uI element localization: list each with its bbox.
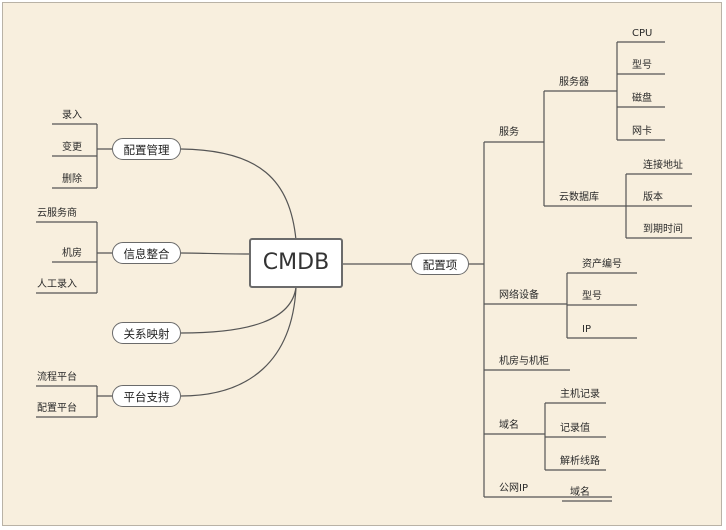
leaf-network-model: 型号 [582,291,602,302]
leaf-disk: 磁盘 [632,93,652,104]
node-public-ip: 公网IP [499,483,528,494]
node-config-management: 配置管理 [112,138,181,160]
leaf-resolution-line: 解析线路 [560,456,600,467]
node-info-integration: 信息整合 [112,242,181,264]
leaf-cloud-provider: 云服务商 [37,208,77,219]
node-service: 服务 [499,127,519,138]
node-config-items: 配置项 [411,253,469,275]
leaf-config-platform: 配置平台 [37,403,77,414]
node-relation-mapping: 关系映射 [112,322,181,344]
leaf-expiry-time: 到期时间 [643,224,683,235]
node-server: 服务器 [559,77,589,88]
leaf-connection-address: 连接地址 [643,160,683,171]
leaf-server-model: 型号 [632,60,652,71]
node-platform-support: 平台支持 [112,385,181,407]
leaf-asset-number: 资产编号 [582,259,622,270]
node-network-device: 网络设备 [499,290,539,301]
leaf-delete: 删除 [62,174,82,185]
node-domain: 域名 [499,420,519,431]
leaf-change: 变更 [62,142,82,153]
leaf-host-record: 主机记录 [560,389,600,400]
node-cloud-db: 云数据库 [559,192,599,203]
leaf-version: 版本 [643,192,663,203]
leaf-workflow-platform: 流程平台 [37,372,77,383]
leaf-public-ip-domain: 域名 [570,487,590,498]
leaf-manual-entry: 人工录入 [37,279,77,290]
node-room-rack: 机房与机柜 [499,356,549,367]
leaf-datacenter: 机房 [62,248,82,259]
leaf-ip: IP [582,324,591,335]
leaf-entry: 录入 [62,110,82,121]
leaf-record-value: 记录值 [560,423,590,434]
root-node-cmdb: CMDB [249,238,343,288]
leaf-nic: 网卡 [632,126,652,137]
leaf-cpu: CPU [632,28,653,39]
